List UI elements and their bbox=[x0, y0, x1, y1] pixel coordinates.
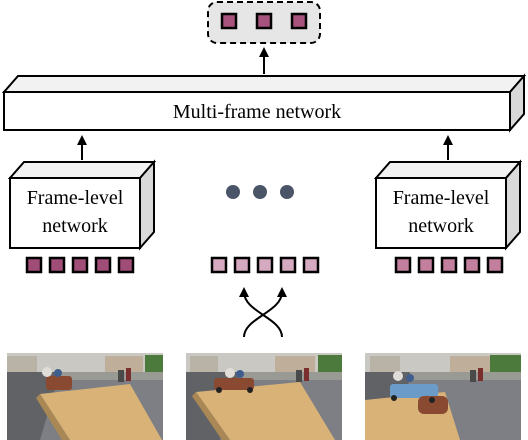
multi-frame-network-label: Multi-frame network bbox=[173, 101, 341, 123]
output-feature-group bbox=[207, 1, 321, 44]
multi-frame-network-box: Multi-frame network bbox=[1, 73, 527, 133]
frame-image-2 bbox=[186, 353, 342, 440]
feature-cell bbox=[25, 256, 43, 274]
feature-cell bbox=[486, 256, 504, 274]
feature-cell bbox=[233, 256, 251, 274]
feature-vector-right bbox=[394, 256, 504, 274]
frame-level-right-line1: Frame-level bbox=[393, 187, 490, 209]
feature-vector-left bbox=[25, 256, 135, 274]
frame-level-network-left: Frame-level network bbox=[7, 159, 157, 251]
feature-cell bbox=[463, 256, 481, 274]
frame-level-right-line2: network bbox=[408, 215, 474, 237]
output-feature-cell bbox=[255, 12, 273, 30]
feature-cell bbox=[48, 256, 66, 274]
feature-cell bbox=[302, 256, 320, 274]
feature-cell bbox=[279, 256, 297, 274]
frame-image-1 bbox=[7, 353, 163, 440]
feature-cell bbox=[94, 256, 112, 274]
feature-cell bbox=[71, 256, 89, 274]
feature-cell bbox=[256, 256, 274, 274]
ellipsis-dot bbox=[226, 185, 240, 199]
frame-level-left-line1: Frame-level bbox=[27, 187, 124, 209]
feature-cell bbox=[440, 256, 458, 274]
feature-cell bbox=[394, 256, 412, 274]
feature-cell bbox=[117, 256, 135, 274]
output-feature-cell bbox=[290, 12, 308, 30]
shuffle-arrows-icon bbox=[239, 287, 287, 338]
feature-cell bbox=[417, 256, 435, 274]
feature-vector-middle bbox=[210, 256, 320, 274]
frame-level-left-line2: network bbox=[42, 215, 108, 237]
feature-cell bbox=[210, 256, 228, 274]
ellipsis-dot bbox=[280, 185, 294, 199]
ellipsis-dot bbox=[253, 185, 267, 199]
ellipsis-dots bbox=[226, 185, 294, 199]
output-feature-cell bbox=[220, 12, 238, 30]
frame-image-3 bbox=[365, 353, 521, 440]
frame-level-network-right: Frame-level network bbox=[373, 159, 523, 251]
